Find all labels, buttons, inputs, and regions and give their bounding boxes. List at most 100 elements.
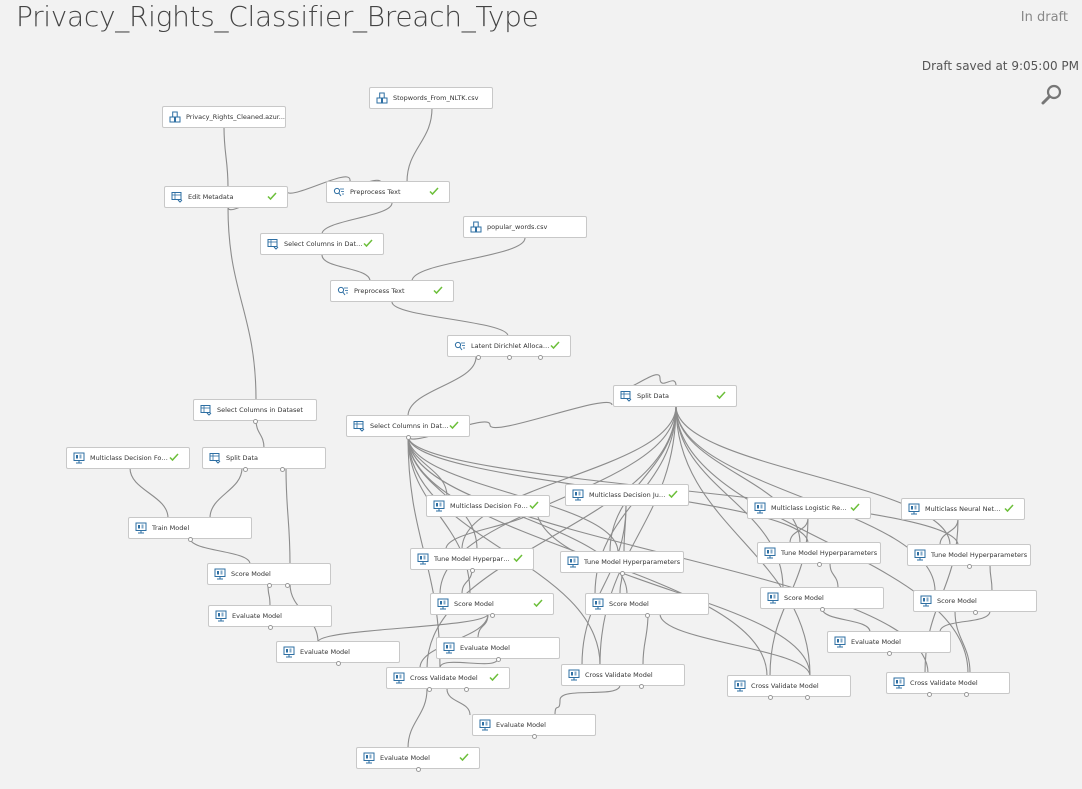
connector-line — [321, 254, 371, 282]
output-port[interactable] — [415, 766, 421, 772]
module-node[interactable]: Evaluate Model — [472, 714, 596, 736]
module-node[interactable]: Multiclass Decision Forest — [66, 447, 190, 469]
output-port[interactable] — [639, 683, 645, 689]
output-port[interactable] — [619, 570, 625, 576]
module-node[interactable]: Cross Validate Model — [886, 672, 1010, 694]
module-node[interactable]: Split Data — [613, 385, 737, 407]
search-icon[interactable] — [1040, 83, 1064, 107]
module-label: Tune Model Hyperparameters — [584, 558, 681, 566]
connector-line — [446, 688, 471, 716]
check-icon — [529, 500, 549, 512]
module-node[interactable]: Evaluate Model — [436, 637, 560, 659]
output-port[interactable] — [966, 563, 972, 569]
module-node[interactable]: Train Model — [128, 517, 252, 539]
output-port[interactable] — [531, 733, 537, 739]
output-port[interactable] — [475, 354, 481, 360]
connector-line — [189, 537, 251, 565]
module-node[interactable]: Score Model — [430, 593, 554, 615]
output-port[interactable] — [644, 612, 650, 618]
model-icon — [754, 502, 766, 514]
output-port[interactable] — [816, 561, 822, 567]
connector-line — [954, 610, 971, 674]
output-port[interactable] — [252, 418, 258, 424]
module-node[interactable]: Cross Validate Model — [727, 675, 851, 697]
module-node[interactable]: popular_words.csv — [463, 216, 587, 238]
model-icon — [214, 568, 226, 580]
module-node[interactable]: Evaluate Model — [356, 747, 480, 769]
module-node[interactable]: Cross Validate Model — [561, 664, 685, 686]
output-port[interactable] — [537, 354, 543, 360]
connector-line — [407, 435, 478, 550]
module-node[interactable]: Stopwords_From_NLTK.csv — [369, 87, 493, 109]
module-node[interactable]: Select Columns in Dataset — [346, 415, 470, 437]
output-port[interactable] — [886, 650, 892, 656]
module-node[interactable]: Tune Model Hyperparameters — [907, 544, 1031, 566]
module-node[interactable]: Split Data — [202, 447, 326, 469]
module-node[interactable]: Score Model — [760, 587, 884, 609]
module-label: Select Columns in Dataset — [284, 240, 363, 248]
module-node[interactable]: Cross Validate Model — [386, 667, 510, 689]
connector-line — [675, 405, 811, 677]
module-label: Privacy_Rights_Cleaned.azur... — [186, 113, 285, 121]
module-node[interactable]: Multiclass Decision Jungle — [565, 484, 689, 506]
model-icon — [764, 547, 776, 559]
text-icon — [454, 340, 466, 352]
module-node[interactable]: Select Columns in Dataset — [260, 233, 384, 255]
connector-line — [989, 564, 993, 592]
output-port[interactable] — [495, 656, 501, 662]
module-node[interactable]: Tune Model Hyperparameters — [757, 542, 881, 564]
module-node[interactable]: Multiclass Logistic Regression — [747, 497, 871, 519]
table-icon — [267, 238, 279, 250]
module-node[interactable]: Edit Metadata — [164, 186, 288, 208]
output-port[interactable] — [280, 466, 286, 472]
draft-saved-time: Draft saved at 9:05:00 PM — [921, 59, 1079, 73]
table-icon — [171, 191, 183, 203]
connector-line — [426, 405, 677, 669]
connector-line — [642, 613, 649, 665]
module-node[interactable]: Select Columns in Dataset — [193, 399, 317, 421]
module-label: Score Model — [231, 570, 271, 578]
text-icon — [337, 285, 349, 297]
output-port[interactable] — [506, 354, 512, 360]
check-icon — [550, 340, 570, 352]
output-port[interactable] — [242, 466, 248, 472]
output-port[interactable] — [489, 612, 495, 618]
module-node[interactable]: Evaluate Model — [276, 641, 400, 663]
check-icon — [267, 191, 287, 203]
output-port[interactable] — [767, 694, 773, 700]
module-node[interactable]: Multiclass Neural Network — [901, 498, 1025, 520]
module-node[interactable]: Privacy_Rights_Cleaned.azur... — [162, 106, 286, 128]
module-node[interactable]: Score Model — [585, 593, 709, 615]
module-node[interactable]: Score Model — [207, 563, 331, 585]
output-port[interactable] — [464, 686, 470, 692]
output-port[interactable] — [972, 609, 978, 615]
output-port[interactable] — [285, 582, 291, 588]
output-port[interactable] — [469, 567, 475, 573]
output-port[interactable] — [926, 691, 932, 697]
output-port[interactable] — [964, 691, 970, 697]
module-node[interactable]: Preprocess Text — [330, 280, 454, 302]
table-icon — [209, 452, 221, 464]
module-node[interactable]: Score Model — [913, 590, 1037, 612]
module-node[interactable]: Tune Model Hyperparameters — [560, 551, 684, 573]
output-port[interactable] — [335, 660, 341, 666]
module-node[interactable]: Multiclass Decision Forest — [426, 495, 550, 517]
module-label: Select Columns in Dataset — [370, 422, 449, 430]
module-node[interactable]: Preprocess Text — [326, 181, 450, 203]
output-port[interactable] — [267, 624, 273, 630]
module-node[interactable]: Tune Model Hyperparameters — [410, 548, 534, 570]
output-port[interactable] — [405, 434, 411, 440]
output-port[interactable] — [426, 686, 432, 692]
output-port[interactable] — [266, 582, 272, 588]
output-port[interactable] — [819, 606, 825, 612]
output-port[interactable] — [805, 694, 811, 700]
module-node[interactable]: Evaluate Model — [208, 605, 332, 627]
module-node[interactable]: Latent Dirichlet Allocation — [447, 335, 571, 357]
dataset-icon — [376, 92, 388, 104]
output-port[interactable] — [187, 536, 193, 542]
module-label: Cross Validate Model — [410, 674, 478, 682]
connector-line — [829, 562, 839, 589]
module-label: Multiclass Decision Forest — [90, 454, 169, 462]
module-node[interactable]: Evaluate Model — [827, 631, 951, 653]
connector-line — [623, 504, 627, 553]
